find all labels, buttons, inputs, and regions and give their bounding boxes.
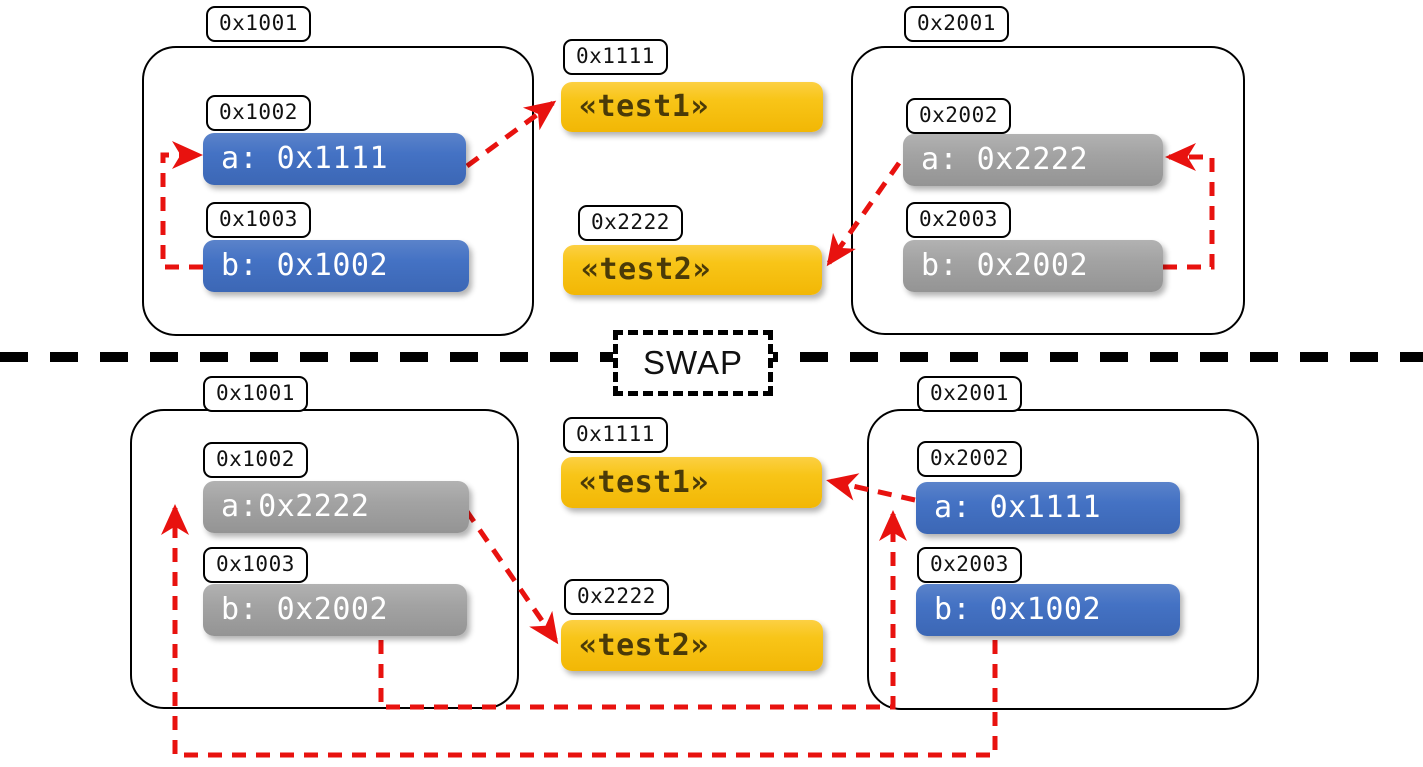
before-right-slot-0-address: 0x2002: [906, 98, 1011, 134]
before-left-slot-1-address: 0x1003: [206, 202, 311, 238]
before-heap-1-address: 0x2222: [578, 205, 683, 241]
after-right-slot-0-address: 0x2002: [917, 441, 1022, 477]
before-right-scope-address: 0x2001: [904, 6, 1009, 42]
swap-label: SWAP: [613, 330, 773, 396]
after-right-slot-0-chip: a: 0x1111: [916, 482, 1180, 534]
before-left-scope-box: [142, 46, 534, 336]
before-right-slot-0-chip: a: 0x2222: [903, 134, 1163, 186]
after-right-slot-1-address: 0x2003: [917, 547, 1022, 583]
before-left-slot-1-chip: b: 0x1002: [203, 240, 469, 292]
before-heap-0-address: 0x1111: [563, 39, 668, 75]
after-left-slot-1-address: 0x1003: [203, 547, 308, 583]
after-left-scope-address: 0x1001: [203, 376, 308, 412]
before-heap-1-chip: «test2»: [563, 245, 822, 295]
before-left-scope-address: 0x1001: [206, 6, 311, 42]
after-heap-0-chip: «test1»: [561, 457, 822, 508]
before-left-slot-0-address: 0x1002: [206, 95, 311, 131]
before-right-slot-1-chip: b: 0x2002: [903, 240, 1163, 292]
after-heap-1-address: 0x2222: [564, 579, 669, 615]
after-heap-0-address: 0x1111: [563, 417, 668, 453]
after-left-slot-0-address: 0x1002: [203, 442, 308, 478]
before-left-slot-0-chip: a: 0x1111: [203, 133, 466, 185]
before-heap-0-chip: «test1»: [561, 82, 823, 132]
after-heap-1-chip: «test2»: [561, 620, 823, 671]
before-right-slot-1-address: 0x2003: [906, 202, 1011, 238]
after-left-scope-box: [130, 409, 519, 709]
after-left-slot-1-chip: b: 0x2002: [203, 584, 467, 636]
after-left-slot-0-chip: a:0x2222: [203, 481, 469, 533]
after-right-slot-1-chip: b: 0x1002: [916, 584, 1180, 636]
after-right-scope-address: 0x2001: [917, 376, 1022, 412]
